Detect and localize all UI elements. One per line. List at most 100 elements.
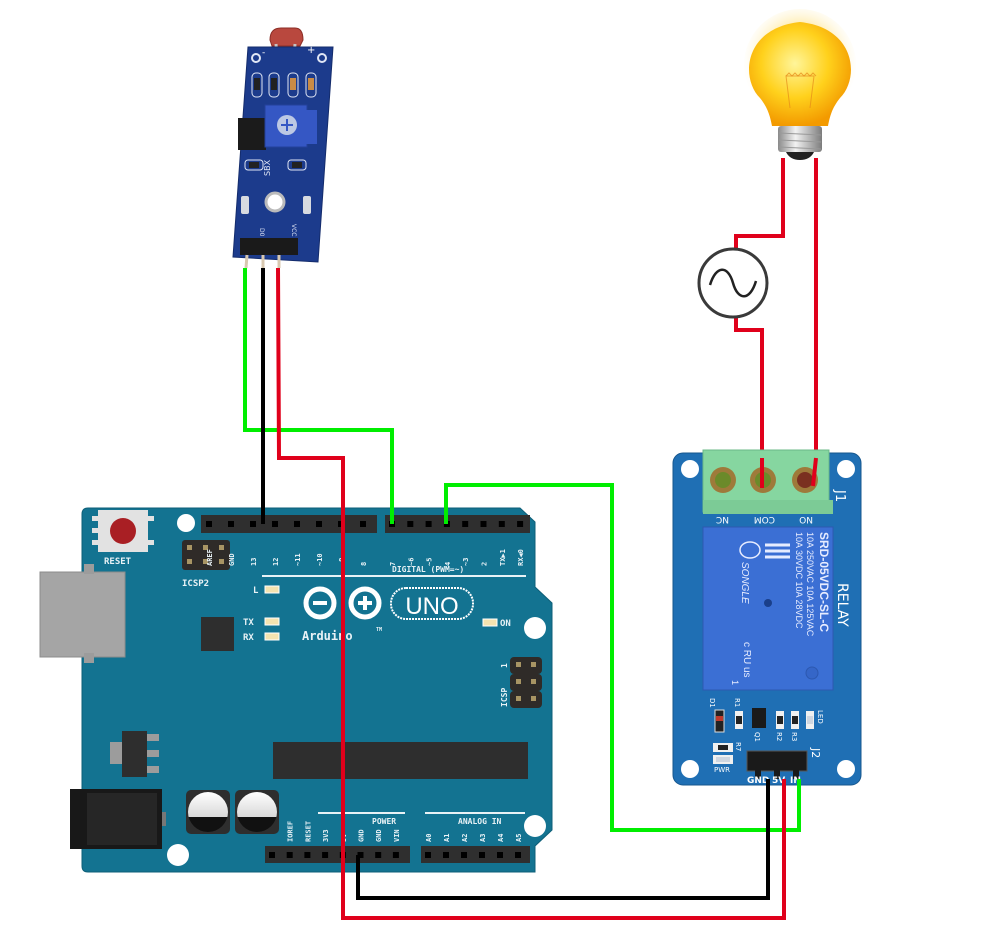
header-socket[interactable] (498, 521, 505, 527)
header-socket[interactable] (272, 521, 278, 527)
relay-mounting-hole (837, 760, 855, 778)
relay-dot (764, 599, 772, 607)
pin-mark-vcc: VCC (290, 224, 297, 236)
mounting-hole (524, 617, 546, 639)
songle-logo (765, 543, 790, 559)
terminal-screw-nc[interactable] (710, 467, 736, 493)
digital-header-label: DIGITAL (PWM=~) (392, 565, 464, 574)
ldr-sensor-module: - + SBX D0 VCC (232, 27, 334, 269)
led-on (482, 618, 498, 627)
usb-connector (39, 571, 126, 658)
relay-model: SRD-05VDC-SL-C (817, 532, 831, 632)
header-socket[interactable] (250, 521, 256, 527)
pin-label: RX◀0 (517, 549, 525, 566)
header-socket[interactable] (497, 852, 503, 858)
wires-overlay (243, 267, 801, 920)
relay-dot (805, 666, 819, 680)
pin-label: RESET (304, 821, 312, 842)
icsp-pin1-label: 1 (500, 663, 509, 668)
pin-label: ~11 (294, 553, 302, 566)
header-socket[interactable] (269, 852, 275, 858)
header-socket[interactable] (294, 521, 300, 527)
wire-lamp-to-ac (734, 158, 785, 250)
relay-smd-components (713, 708, 814, 764)
pin-label: TX▶1 (499, 549, 507, 566)
led-rx (264, 632, 280, 641)
header-socket[interactable] (360, 521, 366, 527)
icsp-header (510, 657, 542, 708)
comp-label-q1: Q1 (753, 732, 761, 742)
wires (734, 158, 818, 488)
polarity-plus: + (307, 45, 315, 56)
relay-rating-2: 10A 30VDC 10A 28VDC (794, 532, 804, 629)
header-socket[interactable] (357, 852, 364, 858)
pin-mark-do: D0 (258, 228, 265, 237)
wire-gnd-to-relay-gnd (356, 779, 770, 900)
capacitor (235, 790, 279, 834)
terminal-screw-no[interactable] (792, 467, 818, 493)
led-label-tx: TX (243, 618, 254, 628)
arduino-logo: UNO Arduino TM (302, 586, 474, 643)
pin-label: ~3 (462, 558, 470, 566)
led-label-on: ON (500, 619, 511, 629)
icsp2-label: ICSP2 (182, 579, 209, 589)
wire-sensor-do-to-d7 (243, 268, 394, 524)
header-socket[interactable] (479, 852, 485, 858)
mounting-hole (167, 844, 189, 866)
terminal-label-no: NO (799, 514, 813, 524)
capacitor (186, 790, 230, 834)
dc-power-jack (70, 789, 166, 849)
pin-label: A4 (497, 834, 505, 842)
header-socket[interactable] (517, 521, 524, 527)
pin-label: ~10 (316, 553, 324, 566)
pin-label: 4 (444, 562, 452, 566)
relay-body: SRD-05VDC-SL-C 10A 250VAC 10A 125VAC 10A… (702, 526, 834, 691)
relay-mounting-hole (681, 460, 699, 478)
ldr-resistor (269, 27, 304, 47)
header-socket[interactable] (480, 521, 487, 527)
header-socket[interactable] (316, 521, 322, 527)
cqc-mark (739, 541, 761, 559)
pin-label: ~5 (426, 558, 434, 566)
led-label-l: L (253, 586, 259, 596)
header-socket[interactable] (515, 852, 521, 858)
header-socket[interactable] (461, 852, 467, 858)
analog-header-label: ANALOG IN (458, 817, 502, 826)
pin-label: IOREF (287, 821, 295, 842)
pin-label: A0 (425, 834, 433, 842)
header-socket[interactable] (304, 852, 311, 858)
usb-tab (84, 564, 94, 574)
terminal-label-com: COM (754, 514, 775, 524)
comparator-chip (238, 118, 266, 150)
mounting-hole (524, 815, 546, 837)
reset-button[interactable] (92, 510, 154, 552)
relay-pin1: 1 (730, 680, 740, 685)
pin-label: A2 (461, 834, 469, 842)
header-socket[interactable] (322, 852, 329, 858)
ac-source (697, 247, 769, 319)
potentiometer[interactable] (264, 104, 317, 148)
comp-label-r1: R1 (733, 698, 741, 707)
icsp2-header (182, 540, 230, 570)
header-socket[interactable] (425, 852, 431, 858)
uno-text: UNO (405, 593, 458, 620)
header-socket[interactable] (462, 521, 469, 527)
wire-sensor-vcc-to-5v (276, 267, 345, 853)
header-socket[interactable] (392, 852, 399, 858)
header-socket[interactable] (407, 521, 414, 527)
header-socket[interactable] (425, 521, 432, 527)
header-socket[interactable] (375, 852, 382, 858)
header-socket[interactable] (443, 852, 449, 858)
sensor-pcb (232, 46, 334, 263)
header-socket[interactable] (228, 521, 234, 527)
trademark: TM (376, 627, 382, 633)
pin-label: 2 (481, 562, 489, 566)
header-socket[interactable] (206, 521, 212, 527)
header-socket[interactable] (286, 852, 293, 858)
pin-label: A1 (443, 834, 451, 842)
pin-label: VIN (393, 829, 401, 842)
analog-header (421, 846, 530, 863)
sensor-mounting-hole (264, 191, 286, 213)
bulb-base (778, 126, 822, 152)
